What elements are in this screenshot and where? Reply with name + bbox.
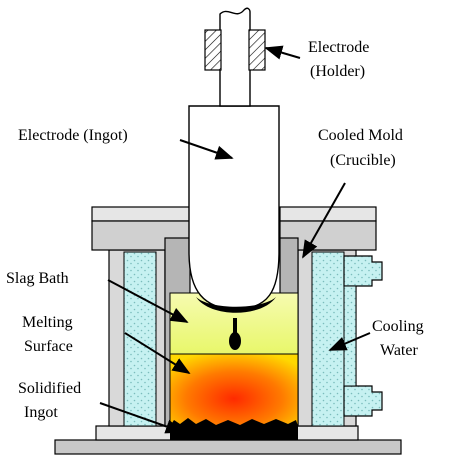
label-cooled-mold-1: Cooled Mold [318, 127, 403, 144]
label-melting-surface-1: Melting [22, 314, 73, 331]
label-solidified-ingot-2: Ingot [24, 404, 58, 421]
electrode-tip-melt [196, 297, 276, 313]
label-melting-surface-2: Surface [24, 338, 73, 355]
label-cooled-mold-2: (Crucible) [330, 152, 396, 169]
top-cap-left [91, 206, 191, 222]
label-electrode-holder-2: (Holder) [310, 63, 365, 80]
holder-clamp-left [204, 29, 222, 71]
water-outlet-port [343, 385, 383, 417]
base-plate [54, 439, 402, 455]
arrow-melting-surface [124, 332, 191, 374]
arrow-cooling-water [328, 332, 371, 351]
water-channel [343, 285, 357, 387]
droplet-neck [233, 318, 237, 336]
electrode-ingot [188, 105, 280, 311]
solidified-ingot-base [170, 418, 298, 440]
arrow-slag-bath [107, 279, 189, 323]
arrow-electrode-holder [264, 45, 301, 60]
electrode-holder-stem [219, 7, 251, 107]
left-cooling-water [123, 251, 157, 427]
metal-droplet [229, 332, 241, 350]
label-cooling-water-1: Cooling [372, 318, 424, 335]
arrow-solidified-ingot [99, 402, 184, 434]
water-inlet-port [343, 255, 383, 287]
label-solidified-ingot-1: Solidified [18, 380, 81, 397]
top-flange-right [279, 220, 377, 251]
label-electrode-ingot: Electrode (Ingot) [18, 127, 128, 144]
label-slag-bath: Slag Bath [6, 270, 69, 287]
holder-clamp-right [248, 29, 266, 71]
arrow-electrode-ingot [179, 139, 234, 160]
molten-pool [169, 353, 299, 427]
label-cooling-water-2: Water [380, 342, 418, 359]
arrow-cooled-mold [302, 182, 346, 259]
label-electrode-holder-1: Electrode [308, 39, 369, 56]
right-cooling-water [311, 251, 345, 427]
